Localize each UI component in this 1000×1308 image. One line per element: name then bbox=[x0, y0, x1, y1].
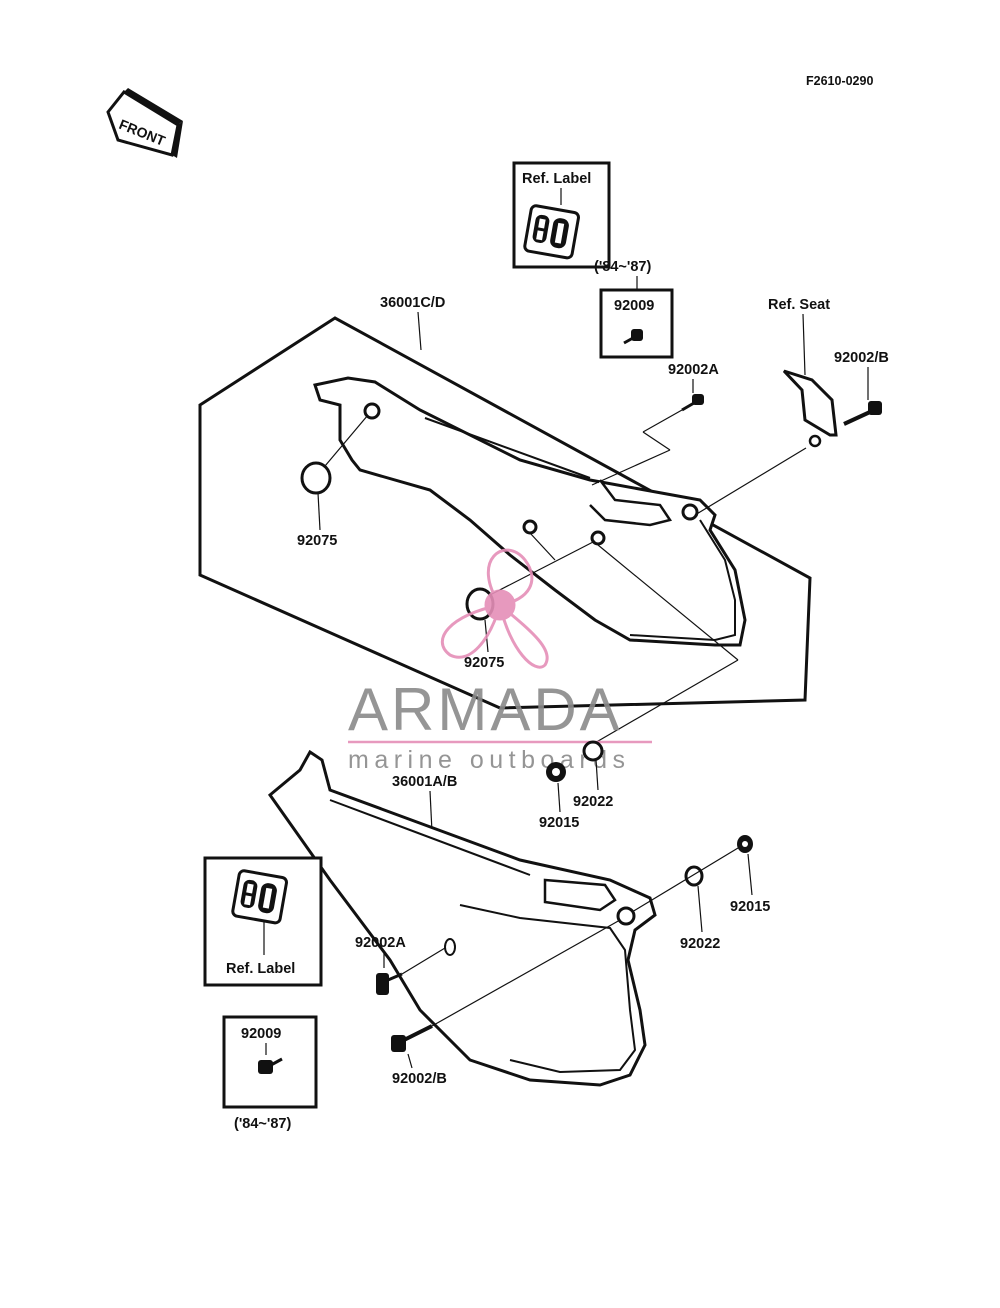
grommet-lower-icon bbox=[444, 938, 456, 956]
callout-92022-lower: 92022 bbox=[680, 936, 720, 952]
callout-92015-upper: 92015 bbox=[539, 815, 579, 831]
callout-92075-a: 92075 bbox=[297, 533, 337, 549]
ref-label-box-bottom: Ref. Label bbox=[203, 856, 323, 987]
callout-92002b-upper: 92002/B bbox=[834, 350, 889, 366]
bolt-a-upper-icon bbox=[591, 379, 704, 486]
nut-upper-icon bbox=[546, 762, 566, 782]
collar-upper-icon bbox=[582, 740, 604, 762]
seat-bracket-icon bbox=[782, 369, 838, 448]
ref-label-top-text: Ref. Label bbox=[522, 171, 591, 187]
screw-box-bottom: 92009 bbox=[222, 1015, 318, 1109]
callout-92002a-lower: 92002A bbox=[355, 935, 406, 951]
watermark-brand: ARMADA bbox=[348, 676, 623, 743]
figure-code: F2610-0290 bbox=[806, 74, 873, 88]
callout-92002a-upper: 92002A bbox=[668, 362, 719, 378]
leader-line bbox=[529, 532, 556, 561]
leader-line bbox=[401, 947, 446, 975]
upper-side-cover bbox=[313, 376, 747, 647]
screw-icon bbox=[258, 1057, 283, 1074]
callout-92009-top: 92009 bbox=[614, 298, 654, 314]
callout-92075-b: 92075 bbox=[464, 655, 504, 671]
lower-side-cover bbox=[267, 749, 657, 1087]
upper-cover-outline bbox=[198, 316, 812, 710]
leader-line bbox=[597, 544, 739, 661]
watermark-tagline: marine outboards bbox=[348, 746, 631, 774]
collar-lower-icon bbox=[684, 865, 704, 887]
screw-box-top: 92009 bbox=[599, 288, 674, 359]
leader-line bbox=[631, 847, 739, 913]
ref-label-bottom-text: Ref. Label bbox=[226, 961, 295, 977]
leader-line bbox=[592, 659, 739, 745]
nut-lower-icon bbox=[737, 835, 753, 853]
ref-label-box-top: Ref. Label bbox=[512, 161, 611, 269]
callout-36001ab: 36001A/B bbox=[392, 774, 457, 790]
leader-line bbox=[431, 919, 621, 1027]
armada-watermark: ARMADA marine outboards bbox=[348, 548, 652, 774]
years-bottom: ('84~'87) bbox=[234, 1116, 291, 1132]
bolt-b-upper-icon bbox=[843, 367, 882, 426]
years-top: ('84~'87) bbox=[594, 259, 651, 275]
label-80-emblem-icon bbox=[523, 204, 580, 260]
propeller-logo-icon bbox=[440, 548, 549, 669]
screw-icon bbox=[623, 329, 643, 345]
callout-92009-bottom: 92009 bbox=[241, 1026, 281, 1042]
callout-92022-upper: 92022 bbox=[573, 794, 613, 810]
grommet-upper-a-icon bbox=[300, 414, 369, 495]
callout-92002b-lower: 92002/B bbox=[392, 1071, 447, 1087]
callout-92015-lower: 92015 bbox=[730, 899, 770, 915]
ref-seat-text: Ref. Seat bbox=[768, 297, 830, 313]
bolt-a-lower-icon bbox=[376, 972, 403, 995]
callout-36001cd: 36001C/D bbox=[380, 295, 445, 311]
front-direction-arrow: FRONT bbox=[106, 88, 183, 158]
label-80-emblem-icon bbox=[231, 869, 288, 925]
bolt-b-lower-icon bbox=[391, 1024, 433, 1052]
